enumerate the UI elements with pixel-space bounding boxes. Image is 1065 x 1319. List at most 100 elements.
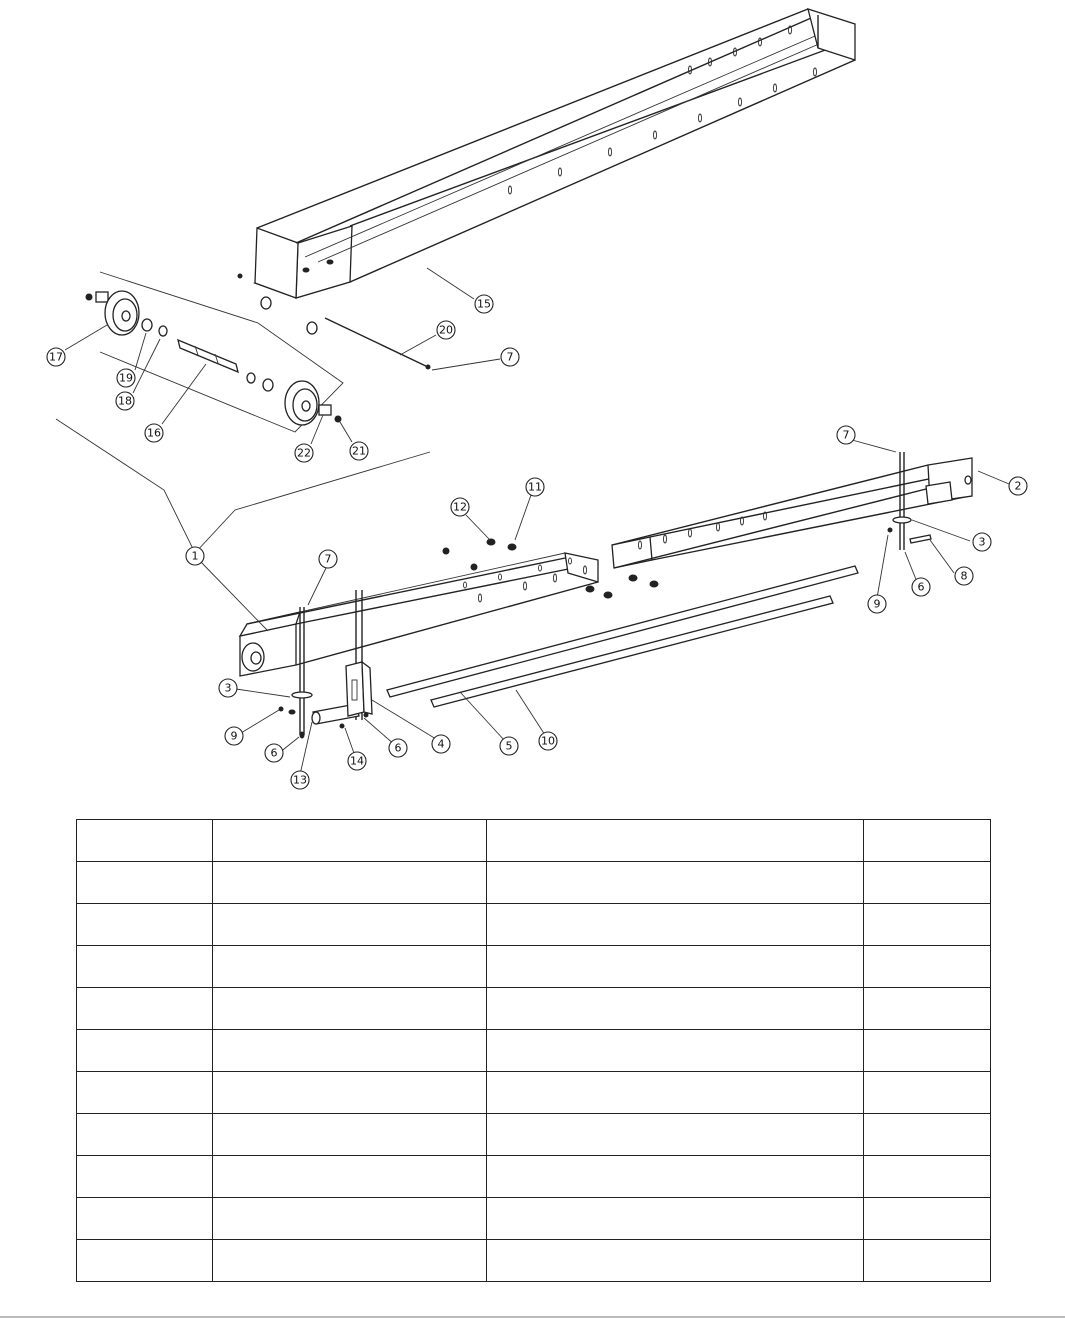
svg-text:20: 20 [439,324,453,337]
table-row [76,1197,991,1240]
table-cell [863,1155,991,1198]
callout-2: 2 [1008,476,1028,496]
table-cell [212,1071,487,1114]
table-cell [863,1071,991,1114]
callout-21: 21 [349,441,369,461]
svg-text:14: 14 [350,755,364,768]
table-cell [76,1113,213,1156]
table-cell [212,945,487,988]
table-cell [486,1071,864,1114]
svg-text:16: 16 [147,427,161,440]
table-cell [863,861,991,904]
svg-text:8: 8 [961,570,968,583]
table-cell [212,1155,487,1198]
svg-text:19: 19 [119,372,133,385]
table-row [76,1155,991,1198]
main-beam [237,8,856,370]
table-cell [863,1197,991,1240]
table-cell [76,987,213,1030]
callout-16: 16 [144,423,164,443]
table-row [76,1239,991,1282]
svg-text:13: 13 [293,774,307,787]
table-row [76,1029,991,1072]
table-cell [76,1029,213,1072]
callout-9: 9 [224,726,244,746]
table-cell [486,1239,864,1282]
table-cell [212,1239,487,1282]
callout-7: 7 [500,347,520,367]
svg-text:6: 6 [395,742,402,755]
table-cell [212,1197,487,1240]
callout-3: 3 [218,678,238,698]
table-cell [212,1029,487,1072]
svg-text:10: 10 [541,735,555,748]
callout-1: 1 [185,546,205,566]
table-cell [76,903,213,946]
callout-17: 17 [46,347,66,367]
table-row [76,819,991,862]
table-cell [486,903,864,946]
left-hardware [278,590,373,739]
table-cell [863,1113,991,1156]
svg-text:3: 3 [225,682,232,695]
table-row [76,903,991,946]
table-row [76,1071,991,1114]
svg-text:2: 2 [1015,480,1022,493]
svg-text:7: 7 [843,429,850,442]
table-cell [76,1071,213,1114]
table-cell [486,1113,864,1156]
callout-20: 20 [436,320,456,340]
exploded-assembly-diagram: 15 20 7 17 19 18 16 22 21 1 12 11 7 7 2 … [46,8,1028,790]
right-rail-slots [638,511,767,550]
table-cell [76,1239,213,1282]
svg-text:9: 9 [231,730,238,743]
svg-text:9: 9 [874,598,881,611]
table-row [76,1113,991,1156]
table-cell [212,1113,487,1156]
callout-6: 6 [264,743,284,763]
left-rail-slots [463,557,587,603]
pulley-assembly [85,271,344,433]
svg-text:7: 7 [325,553,332,566]
callout-22: 22 [294,443,314,463]
callout-14: 14 [347,751,367,771]
table-cell [486,945,864,988]
svg-text:1: 1 [192,550,199,563]
rods [386,565,859,708]
table-cell [486,1029,864,1072]
callout-7: 7 [318,549,338,569]
table-cell [863,1029,991,1072]
svg-text:3: 3 [979,536,986,549]
table-cell [486,819,864,862]
callout-4: 4 [431,734,451,754]
beam-slots [508,25,817,195]
table-cell [76,1155,213,1198]
svg-text:11: 11 [528,481,542,494]
svg-text:15: 15 [477,298,491,311]
left-rail [238,538,659,677]
svg-text:21: 21 [352,445,366,458]
table-cell [212,903,487,946]
svg-text:5: 5 [506,740,513,753]
table-cell [76,1197,213,1240]
page-bottom-rule [0,1316,1065,1318]
table-cell [863,1239,991,1282]
table-cell [863,903,991,946]
parts-table-body [76,819,991,1282]
callout-5: 5 [499,736,519,756]
callout-7: 7 [836,425,856,445]
table-cell [486,1155,864,1198]
callout-3: 3 [972,532,992,552]
table-cell [212,819,487,862]
parts-list-table [76,819,991,1282]
table-cell [76,819,213,862]
table-cell [863,819,991,862]
svg-text:6: 6 [271,747,278,760]
table-cell [863,945,991,988]
svg-text:4: 4 [438,738,445,751]
table-cell [212,861,487,904]
svg-text:6: 6 [918,581,925,594]
table-cell [76,861,213,904]
callout-8: 8 [954,566,974,586]
table-cell [486,861,864,904]
